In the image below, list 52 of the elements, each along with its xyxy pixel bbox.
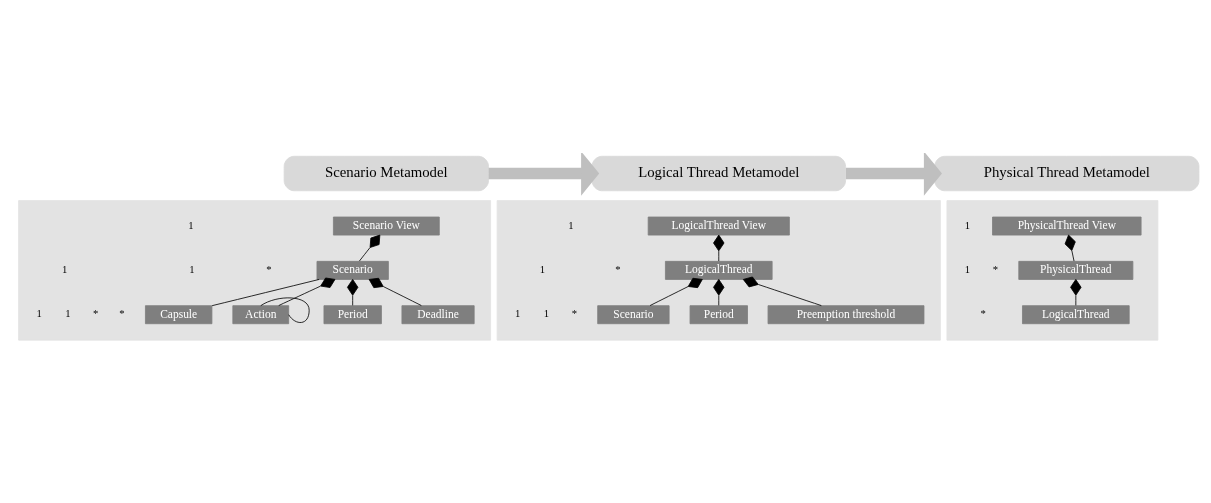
label: 1 — [539, 263, 545, 276]
label: 1 — [65, 307, 71, 320]
label: * — [615, 263, 621, 276]
connector — [649, 277, 703, 306]
label: 1 — [964, 218, 971, 231]
cluster — [496, 200, 941, 341]
connector — [347, 279, 359, 306]
connector — [1064, 234, 1076, 262]
node-box: Capsule — [145, 305, 213, 325]
label: 1 — [188, 218, 194, 231]
node-box: PhysicalThread — [1018, 260, 1134, 280]
label: 1 — [515, 307, 521, 320]
label: 1 — [543, 307, 550, 320]
connector — [742, 276, 822, 307]
cluster — [18, 200, 491, 341]
connector — [713, 234, 725, 262]
node-box: Action — [232, 305, 290, 325]
connector — [260, 297, 310, 323]
label: 1 — [964, 263, 971, 276]
connector — [713, 279, 725, 306]
node-box: Scenario — [316, 260, 389, 280]
connector — [368, 277, 422, 306]
node-box: Period — [323, 305, 382, 325]
label: * — [266, 263, 272, 276]
label: 1 — [189, 263, 195, 276]
node-box: Deadline — [401, 305, 475, 325]
label: * — [119, 307, 125, 320]
node-box: LogicalThread — [665, 260, 773, 280]
connector — [278, 277, 336, 306]
label: * — [571, 307, 577, 320]
node-box: Scenario View — [332, 216, 440, 236]
label: 1 — [61, 263, 68, 276]
arrow — [488, 153, 600, 196]
label: * — [980, 307, 986, 320]
arrow — [845, 153, 942, 196]
connector — [211, 279, 320, 307]
cluster — [946, 200, 1159, 341]
node-box: Logical Thread Metamodel — [591, 155, 846, 192]
node-box: LogicalThread — [1022, 305, 1130, 325]
connector — [358, 234, 381, 262]
node-box: PhysicalThread View — [992, 216, 1142, 236]
node-box: Scenario — [597, 305, 670, 325]
node-box: Scenario Metamodel — [283, 155, 489, 192]
label: * — [93, 307, 99, 320]
label: 1 — [36, 307, 42, 320]
node-box: Period — [689, 305, 748, 325]
label: * — [992, 263, 999, 276]
connector — [1070, 279, 1082, 306]
label: 1 — [568, 218, 574, 231]
node-box: Physical Thread Metamodel — [934, 155, 1200, 192]
node-box: Preemption threshold — [767, 305, 925, 325]
node-box: LogicalThread View — [647, 216, 790, 236]
